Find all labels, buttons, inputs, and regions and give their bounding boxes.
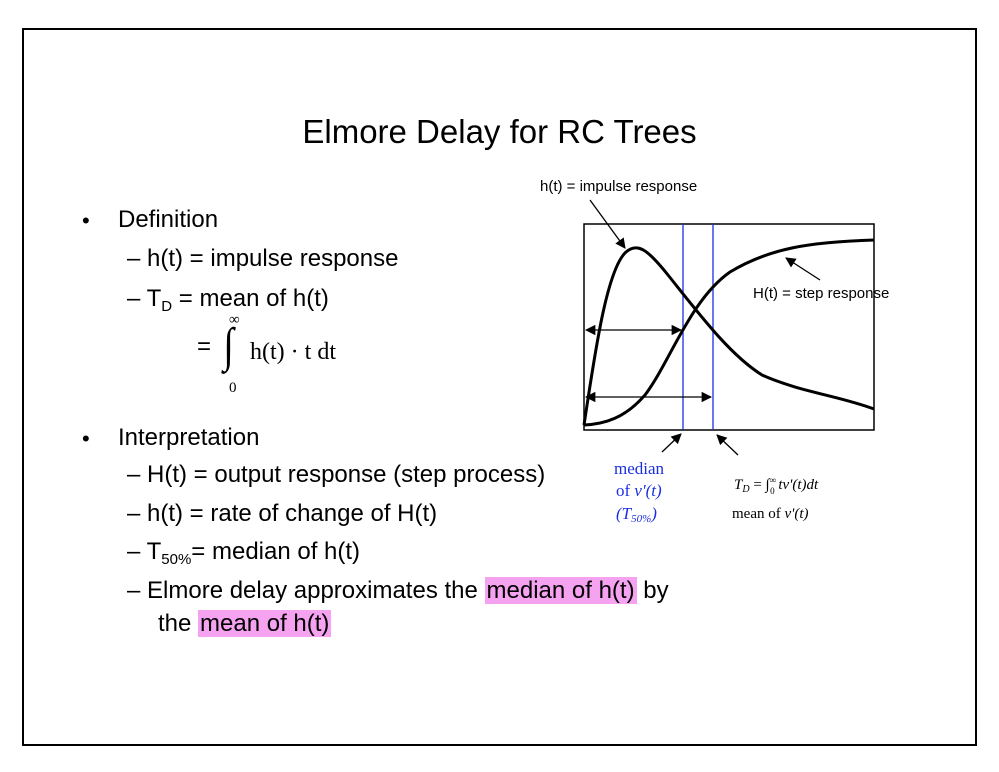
sub-output: – H(t) = output response (step process): [127, 461, 546, 488]
td-formula: TD = ∫∞0 tv'(t)dt: [734, 475, 818, 496]
mean-label: mean of v'(t): [732, 506, 809, 523]
output-text: H(t) = output response (step process): [147, 461, 546, 488]
t50-symbol: T: [146, 538, 162, 565]
impulse-response-curve: [582, 246, 875, 426]
sub-td-mean: – TD = mean of h(t): [127, 285, 329, 315]
bullet-dot-interpretation: •: [82, 426, 90, 451]
plot-frame: [583, 223, 875, 431]
td-formula-t: T: [734, 477, 743, 493]
td-mean-text: = mean of h(t): [172, 285, 329, 312]
impulse-label-pointer: [589, 199, 626, 249]
highlight-mean: mean of h(t): [198, 610, 332, 637]
sub-impulse: – h(t) = impulse response: [127, 245, 399, 272]
integral-upper-limit: ∞: [229, 312, 240, 328]
sub-elmore-cont: the mean of h(t): [158, 610, 332, 638]
slide-frame: [22, 28, 977, 746]
elmore-text-3: the: [158, 610, 199, 637]
step-response-label: H(t) = step response: [753, 285, 890, 302]
td-formula-sub: D: [742, 484, 750, 495]
sub-rate: – h(t) = rate of change of H(t): [127, 500, 438, 527]
bullet-interpretation: Interpretation: [118, 424, 260, 451]
median-label-line2: of v'(t): [616, 481, 662, 501]
td-formula-upper: ∞: [769, 475, 777, 485]
mean-label-pointer: [716, 434, 739, 456]
elmore-text-1: Elmore delay approximates the: [147, 577, 485, 604]
sub-t50: – T50%= median of h(t): [127, 538, 361, 568]
mean-vprime: v'(t): [784, 506, 809, 522]
median-vprime: v'(t): [634, 481, 662, 500]
integrand: h(t) · t dt: [250, 339, 336, 365]
median-label-pointer: [661, 433, 682, 453]
td-symbol: T: [146, 285, 162, 312]
step-label-pointer: [785, 257, 821, 281]
bullet-dot-definition: •: [82, 208, 90, 233]
median-t: (T: [616, 504, 632, 523]
mean-of: mean of: [732, 506, 785, 522]
elmore-text-2: by: [636, 577, 669, 604]
slide-title: Elmore Delay for RC Trees: [302, 113, 697, 150]
impulse-response-label: h(t) = impulse response: [540, 178, 698, 195]
td-formula-eq-int: = ∫: [749, 477, 770, 493]
td-formula-lower: 0: [770, 486, 775, 496]
median-of: of: [616, 481, 635, 500]
highlight-median: median of h(t): [484, 577, 637, 604]
median-label-line3: (T50%): [616, 504, 657, 525]
rate-text: h(t) = rate of change of H(t): [147, 500, 438, 527]
t50-subscript: 50%: [161, 551, 192, 568]
td-formula-integrand: tv'(t)dt: [774, 477, 819, 493]
integral-lower-limit: 0: [229, 380, 237, 396]
step-response-curve: [583, 238, 875, 427]
sub-elmore: – Elmore delay approximates the median o…: [127, 577, 669, 604]
formula-equals: =: [197, 333, 212, 360]
median-t-end: ): [651, 504, 657, 523]
td-subscript: D: [161, 298, 173, 315]
impulse-text: h(t) = impulse response: [147, 245, 399, 272]
integral-sign: ∫: [223, 319, 234, 372]
bullet-definition: Definition: [118, 206, 219, 233]
t50-text: = median of h(t): [191, 538, 361, 565]
median-label-line1: median: [614, 459, 665, 478]
median-t-sub: 50%: [631, 513, 652, 525]
